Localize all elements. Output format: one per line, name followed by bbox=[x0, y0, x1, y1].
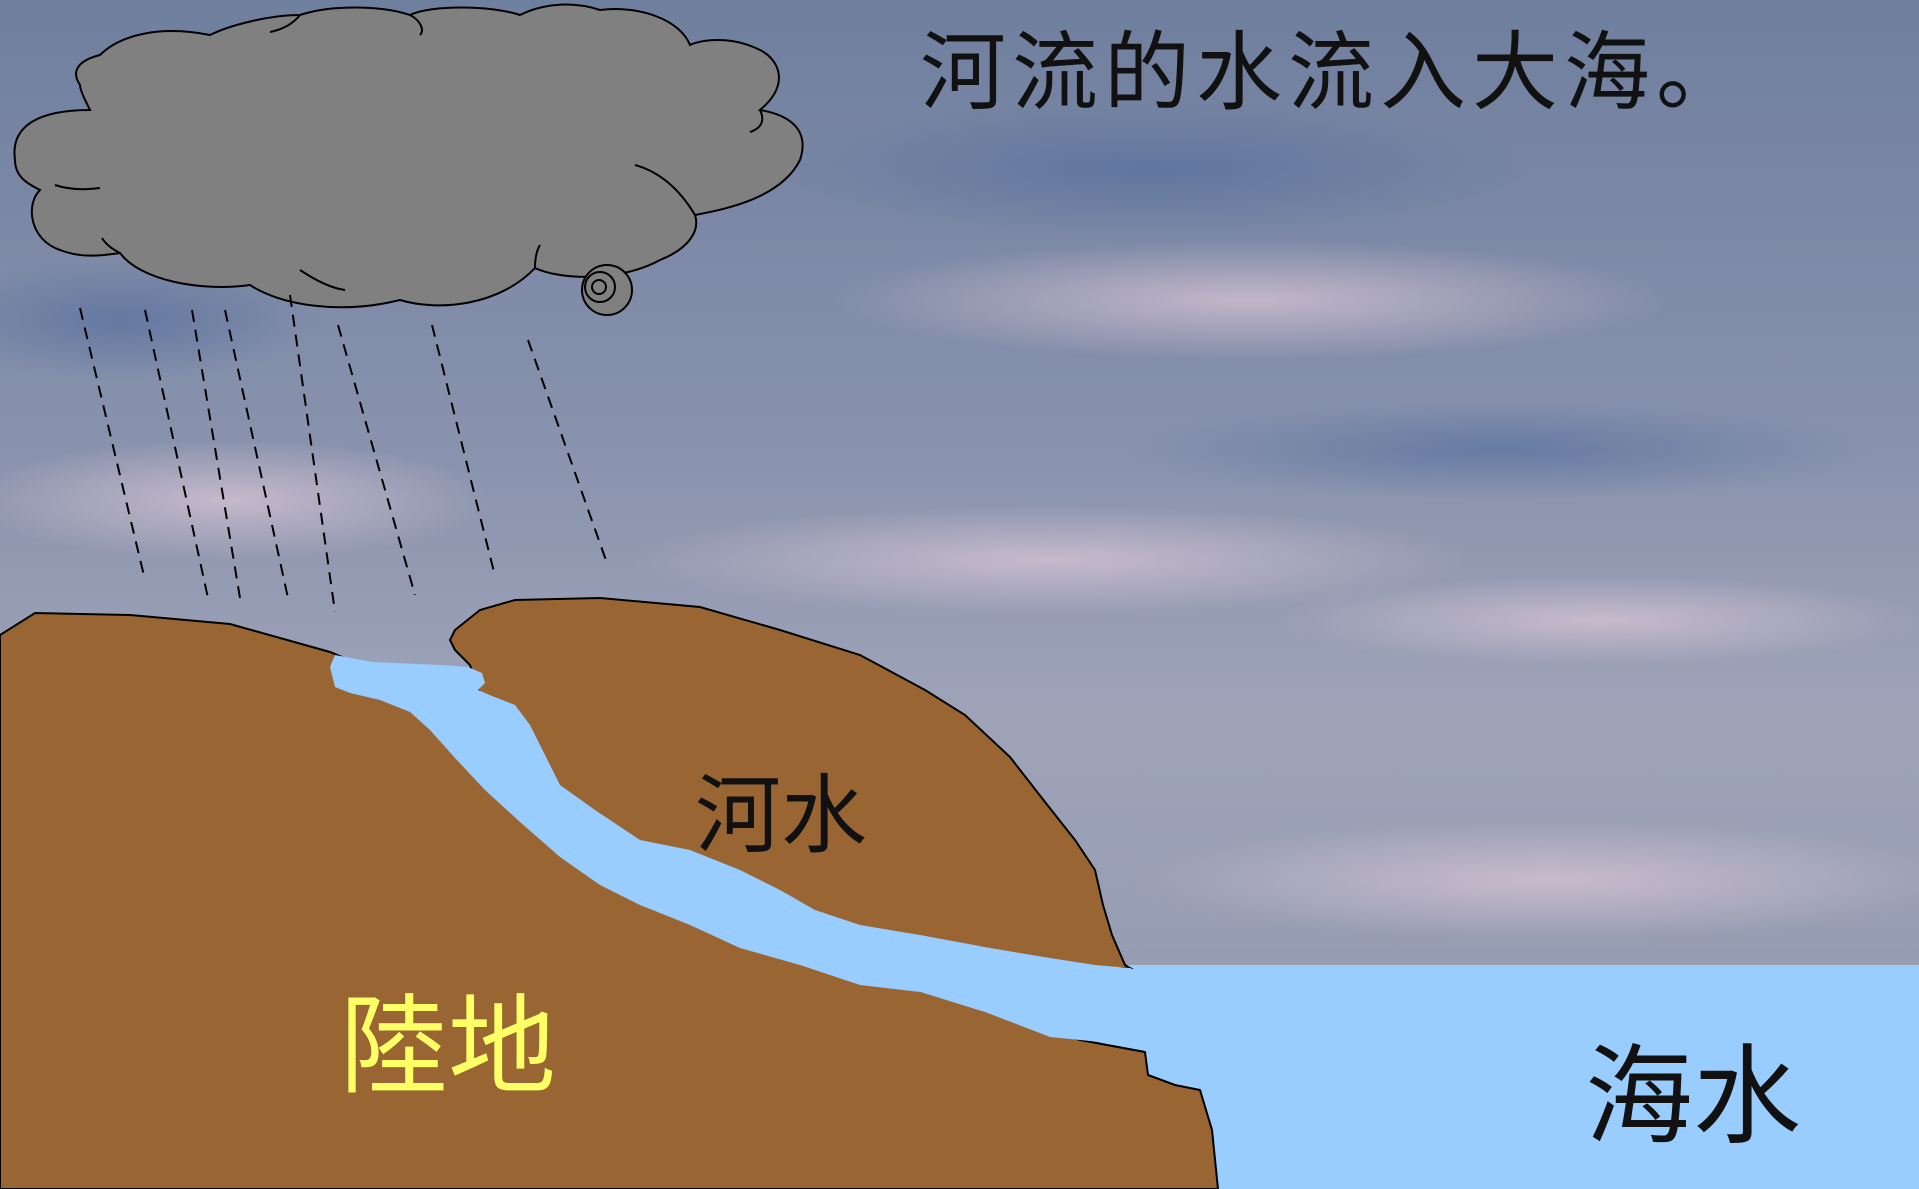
rain-streak bbox=[431, 324, 496, 577]
sky-dark-patch bbox=[0, 260, 320, 380]
river bbox=[330, 655, 1145, 1045]
rain-cloud bbox=[13, 3, 804, 309]
sky-cloud-wisp bbox=[1130, 820, 1919, 940]
cloud-puff bbox=[591, 279, 607, 295]
rain-streak bbox=[191, 309, 241, 599]
cloud-contour-line bbox=[54, 184, 101, 191]
cloud-contour-line bbox=[634, 164, 696, 216]
rain-streak bbox=[144, 309, 209, 599]
sky-cloud-wisp bbox=[0, 440, 490, 560]
rain-streak bbox=[289, 294, 336, 613]
label-river-water: 河水 bbox=[695, 766, 867, 866]
rain-streak bbox=[337, 324, 416, 596]
slide-caption: 河流的水流入大海。 bbox=[920, 23, 1748, 123]
sky-dark-patch bbox=[1120, 400, 1880, 500]
cloud-contour-line bbox=[299, 269, 346, 291]
label-sea-water: 海水 bbox=[1585, 1035, 1802, 1160]
sky-dark-patch bbox=[770, 100, 1530, 240]
cloud-contour-line bbox=[269, 14, 301, 33]
cloud-contour-line bbox=[749, 109, 764, 133]
rain-streak bbox=[79, 307, 146, 581]
rain-streak bbox=[224, 309, 289, 599]
cloud-contour-line bbox=[534, 244, 541, 269]
rain bbox=[79, 294, 609, 613]
sea bbox=[1100, 965, 1919, 1189]
label-land: 陸地 bbox=[340, 985, 557, 1110]
cloud-contour-line bbox=[409, 14, 423, 36]
sky-cloud-wisp bbox=[630, 505, 1470, 615]
cloud-contour-line bbox=[101, 237, 121, 254]
sky-cloud-wisp bbox=[830, 240, 1670, 360]
sky-cloud-wisp bbox=[1280, 575, 1919, 665]
